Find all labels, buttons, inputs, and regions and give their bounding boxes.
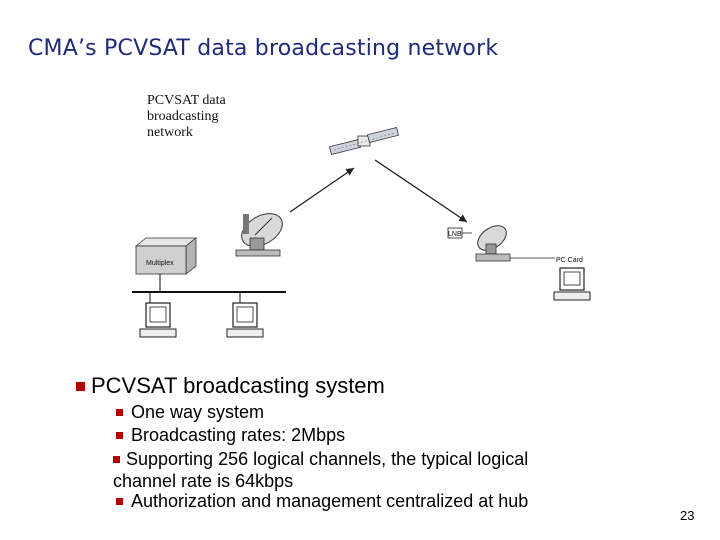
slide-title: CMA’s PCVSAT data broadcasting network (28, 36, 499, 61)
sub-bullet-1: One way system (116, 401, 264, 424)
multiplex-label: Multiplex (146, 260, 174, 267)
diagram-caption-line-1: PCVSAT data (147, 93, 226, 108)
diagram-caption-line-2: broadcasting (147, 109, 219, 124)
lnb-icon: LNB (447, 227, 472, 239)
bullet-square-icon (113, 455, 120, 463)
diagram-caption-line-3: network (147, 125, 193, 140)
uplink-arrow (289, 167, 355, 213)
receiver-pc-icon: PC Card (553, 257, 591, 301)
sub-bullet-2: Broadcasting rates: 2Mbps (116, 424, 345, 447)
receive-dish-icon (475, 225, 555, 262)
sub-bullet-3-text: Supporting 256 logical channels, the typ… (113, 449, 529, 491)
sub-bullet-4: Authorization and management centralized… (116, 490, 528, 513)
bullet-square-icon (116, 431, 123, 439)
network-diagram: PCVSAT data broadcasting network Multipl… (132, 93, 591, 338)
hub-dish-icon (235, 213, 283, 257)
bullet-square-icon (116, 497, 123, 505)
satellite-icon (328, 127, 400, 155)
sub-bullet-4-text: Authorization and management centralized… (131, 491, 529, 511)
workstation-2-icon (226, 302, 264, 338)
bullet-square-icon (76, 381, 85, 391)
lnb-label: LNB (448, 231, 462, 238)
pc-card-label: PC Card (556, 257, 583, 264)
sub-bullet-2-text: Broadcasting rates: 2Mbps (131, 425, 346, 445)
multiplex-equipment: Multiplex (134, 237, 198, 275)
sub-bullet-3: Supporting 256 logical channels, the typ… (113, 448, 593, 492)
page-number: 23 (680, 508, 695, 523)
bullet-square-icon (116, 408, 123, 416)
bullet-main-text: PCVSAT broadcasting system (91, 373, 385, 398)
bullet-main: PCVSAT broadcasting system (76, 373, 385, 399)
workstation-1-icon (139, 302, 177, 338)
downlink-arrow (374, 159, 468, 223)
sub-bullet-1-text: One way system (131, 402, 265, 422)
